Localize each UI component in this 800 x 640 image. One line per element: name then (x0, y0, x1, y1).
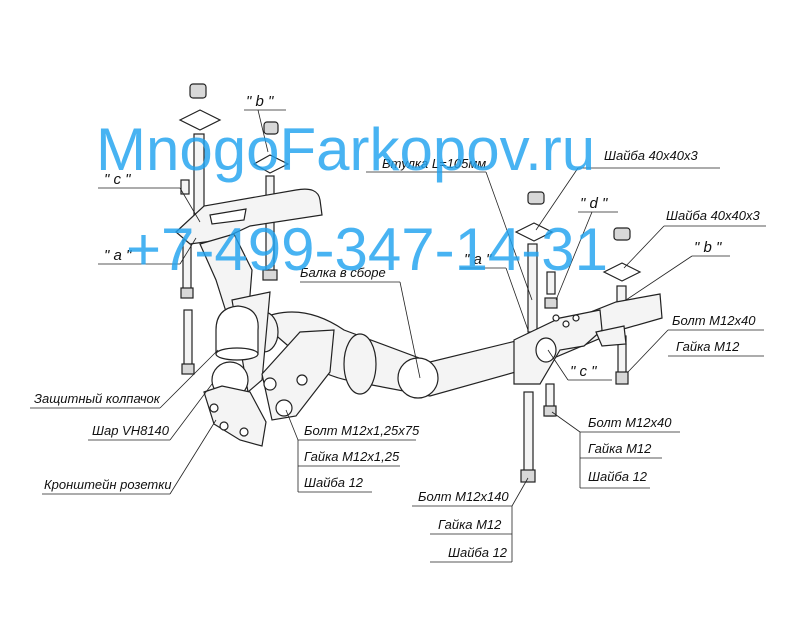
tow-ball-assembly (203, 291, 271, 447)
label-washer-40x40x3-1: Шайба 40х40х3 (604, 148, 698, 163)
label-bolt-m12x40-a: Болт М12х40 (672, 313, 756, 328)
label-washer-12-c: Шайба 12 (448, 545, 508, 560)
callout-c-right: " c " (570, 363, 597, 380)
callout-b-right: " b " (694, 239, 722, 256)
right-lower-bolts (520, 383, 557, 483)
watermark-phone: +7-499-347-14-31 (126, 216, 608, 283)
callout-a-right: " a " (464, 251, 492, 268)
label-bolt-m12x140: Болт М12х140 (418, 489, 509, 504)
label-protective-cap: Защитный колпачок (34, 391, 161, 406)
right-mounting-bracket (513, 309, 627, 385)
label-washer-12-b: Шайба 12 (588, 469, 648, 484)
watermark-site: MnogoFarkopov.ru (96, 116, 595, 183)
label-bolt-m12x125x75: Болт М12х1,25х75 (304, 423, 420, 438)
right-bolt-stack-d (544, 271, 558, 309)
leader-lines (30, 109, 766, 563)
left-bolt-stack-b (252, 121, 290, 281)
label-bolt-m12x40-b: Болт М12х40 (588, 415, 672, 430)
label-beam-assembly: Балка в сборе (300, 265, 386, 280)
label-socket-bracket: Кронштейн розетки (44, 477, 172, 492)
label-nut-m12-a: Гайка М12 (676, 339, 740, 354)
right-bolt-stack-b (602, 227, 642, 385)
left-bolt-stack-a (178, 83, 222, 375)
label-washer-40x40x3-2: Шайба 40х40х3 (666, 208, 760, 223)
label-washer-12-a: Шайба 12 (304, 475, 364, 490)
label-nut-m12-b: Гайка М12 (588, 441, 652, 456)
callout-b-left: " b " (246, 93, 274, 110)
callout-d-right: " d " (580, 195, 608, 212)
label-nut-m12-c: Гайка М12 (438, 517, 502, 532)
label-ball: Шар VH8140 (92, 423, 170, 438)
callout-a-left: " a " (104, 247, 132, 264)
callout-c-left: " c " (104, 171, 131, 188)
label-nut-m12x125: Гайка М12х1,25 (304, 449, 400, 464)
neck-arms (261, 329, 335, 421)
label-sleeve: Втулка L=105мм (382, 156, 486, 171)
